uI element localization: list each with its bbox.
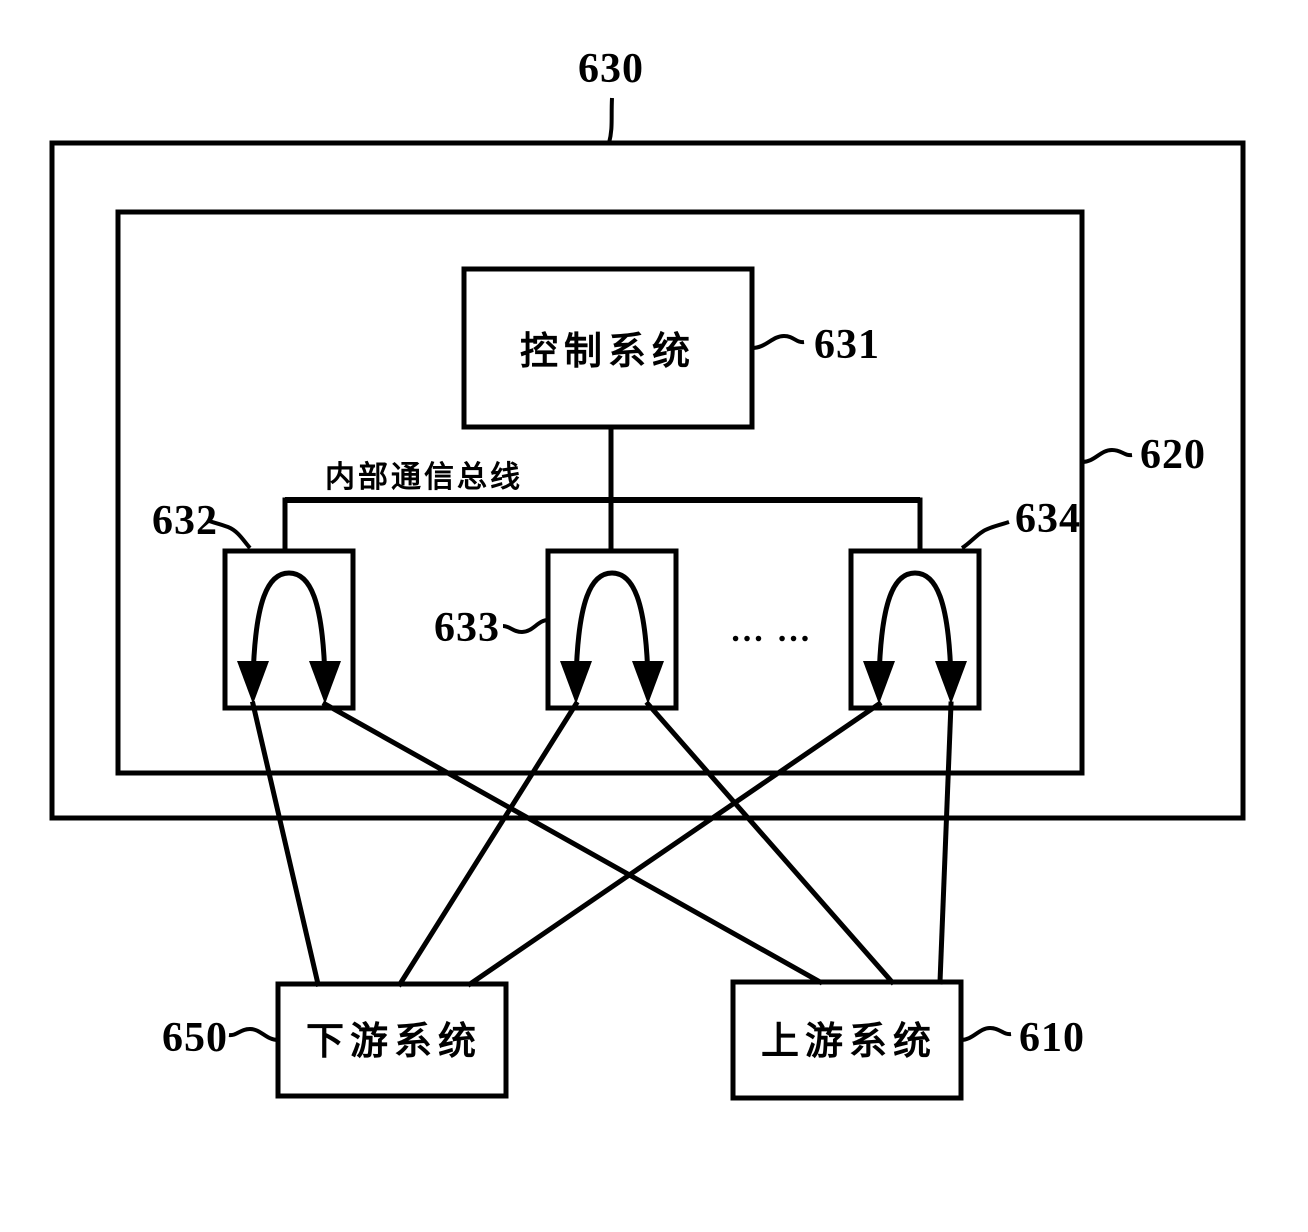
unit-box-632 xyxy=(222,548,356,711)
link-633-to-upstream xyxy=(644,700,896,986)
ref-label-620: 620 xyxy=(1140,432,1206,478)
unit-633-arc xyxy=(573,570,651,681)
outer-system-frame xyxy=(49,140,1246,821)
ref-label-632: 632 xyxy=(152,498,218,544)
leader-line-630 xyxy=(607,97,614,144)
leader-line-610 xyxy=(960,1025,1012,1042)
internal-bus-label: 内部通信总线 xyxy=(325,460,523,495)
upstream-system-label: 上游系统 xyxy=(761,1019,937,1063)
link-632-to-downstream xyxy=(249,700,322,988)
inner-system-frame xyxy=(115,209,1085,776)
ref-label-630: 630 xyxy=(578,46,644,92)
unit-632-arc xyxy=(250,570,328,681)
leader-line-633 xyxy=(502,618,549,635)
ref-label-650: 650 xyxy=(162,1015,228,1061)
link-634-to-upstream xyxy=(937,701,954,985)
unit-634-arrow-right xyxy=(935,661,967,704)
link-632-to-upstream xyxy=(321,700,824,986)
unit-633-arrow-left xyxy=(560,661,592,704)
ref-label-610: 610 xyxy=(1019,1015,1085,1061)
leader-line-620 xyxy=(1081,447,1133,464)
leader-line-634 xyxy=(960,520,1010,550)
unit-634-arc xyxy=(876,570,954,681)
unit-634-arrow-left xyxy=(863,661,895,704)
unit-box-633 xyxy=(545,548,679,711)
leader-line-632 xyxy=(208,519,252,550)
link-634-to-downstream xyxy=(466,700,883,988)
ellipsis-label: … … xyxy=(730,612,813,649)
unit-box-634 xyxy=(848,548,982,711)
ref-label-633: 633 xyxy=(434,605,500,651)
ref-label-634: 634 xyxy=(1015,496,1081,542)
downstream-system-label: 下游系统 xyxy=(306,1019,482,1063)
link-633-to-downstream xyxy=(396,700,580,988)
control-system-label: 控制系统 xyxy=(520,329,696,373)
unit-633-arrow-right xyxy=(632,661,664,704)
unit-632-arrow-left xyxy=(237,661,269,704)
leader-line-631 xyxy=(751,333,805,350)
unit-632-arrow-right xyxy=(309,661,341,704)
ref-label-631: 631 xyxy=(814,322,880,368)
leader-line-650 xyxy=(228,1026,279,1042)
